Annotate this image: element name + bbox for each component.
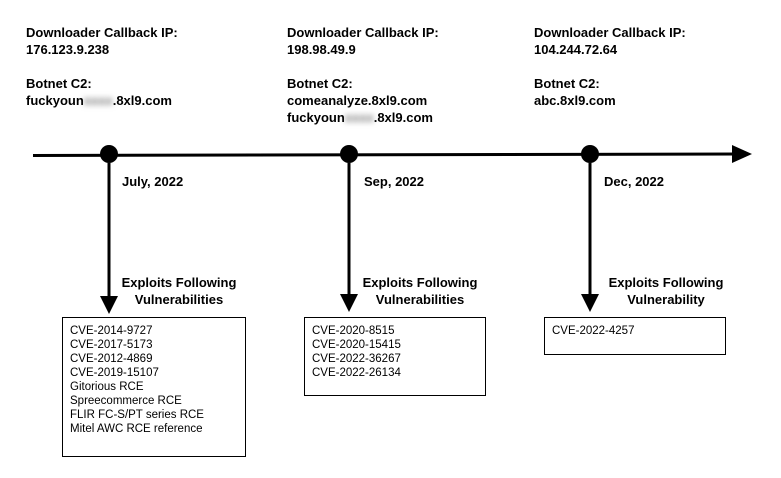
- c2-domain: fuckyounxxxx.8xl9.com: [26, 93, 172, 108]
- event-2-exploit-label: Exploits Following Vulnerabilities: [362, 275, 478, 307]
- event-3-exploit-label: Exploits Following Vulnerability: [608, 275, 724, 307]
- list-item: CVE-2022-4257: [552, 325, 635, 337]
- event-1-vuln-list: CVE-2014-9727 CVE-2017-5173 CVE-2012-486…: [62, 317, 246, 457]
- list-item: Mitel AWC RCE reference: [70, 423, 203, 435]
- event-1-exploit-label: Exploits Following Vulnerabilities: [121, 275, 237, 307]
- c2-domain: abc.8xl9.com: [534, 93, 616, 108]
- list-item: Spreecommerce RCE: [70, 395, 182, 407]
- event-3-date: Dec, 2022: [604, 174, 664, 189]
- event-2-date: Sep, 2022: [364, 174, 424, 189]
- list-item: FLIR FC-S/PT series RCE: [70, 409, 204, 421]
- event-1-date: July, 2022: [122, 174, 184, 189]
- list-item: Gitorious RCE: [70, 381, 144, 393]
- callback-label: Downloader Callback IP:: [26, 25, 178, 40]
- timeline-node-3: [581, 145, 599, 163]
- redacted-text: xxxx: [344, 110, 374, 125]
- callback-label: Downloader Callback IP:: [534, 25, 686, 40]
- event-2-info: Downloader Callback IP: 198.98.49.9 Botn…: [287, 24, 439, 126]
- callback-ip: 198.98.49.9: [287, 42, 356, 57]
- c2-label: Botnet C2:: [287, 76, 353, 91]
- drop-arrow-1-head: [100, 296, 118, 314]
- event-3-vuln-list: CVE-2022-4257: [544, 317, 726, 355]
- timeline-axis: [32, 152, 741, 157]
- event-2-vuln-list: CVE-2020-8515 CVE-2020-15415 CVE-2022-36…: [304, 317, 486, 396]
- list-item: CVE-2017-5173: [70, 339, 153, 351]
- c2-label: Botnet C2:: [26, 76, 92, 91]
- list-item: CVE-2022-26134: [312, 367, 401, 379]
- callback-ip: 104.244.72.64: [534, 42, 618, 57]
- drop-arrow-3-head: [581, 294, 599, 312]
- list-item: CVE-2020-8515: [312, 325, 395, 337]
- c2-domain: comeanalyze.8xl9.com: [287, 93, 428, 108]
- event-3-info: Downloader Callback IP: 104.244.72.64 Bo…: [534, 24, 686, 109]
- redacted-text: xxxx: [83, 93, 113, 108]
- list-item: CVE-2019-15107: [70, 367, 159, 379]
- list-item: CVE-2022-36267: [312, 353, 401, 365]
- list-item: CVE-2014-9727: [70, 325, 153, 337]
- list-item: CVE-2012-4869: [70, 353, 153, 365]
- drop-arrow-2-head: [340, 294, 358, 312]
- timeline-node-2: [340, 145, 358, 163]
- callback-label: Downloader Callback IP:: [287, 25, 439, 40]
- c2-domain: fuckyounxxxx.8xl9.com: [287, 110, 433, 125]
- timeline-node-1: [100, 145, 118, 163]
- callback-ip: 176.123.9.238: [26, 42, 110, 57]
- c2-label: Botnet C2:: [534, 76, 600, 91]
- event-1-info: Downloader Callback IP: 176.123.9.238 Bo…: [26, 24, 178, 109]
- list-item: CVE-2020-15415: [312, 339, 401, 351]
- timeline-arrowhead: [732, 145, 752, 163]
